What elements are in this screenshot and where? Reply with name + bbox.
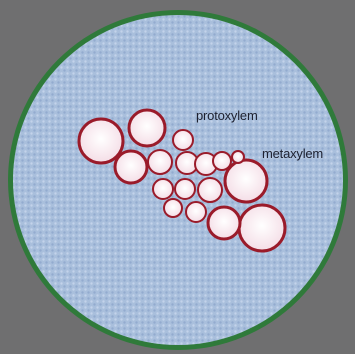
xylem-vessel: [186, 202, 206, 222]
xylem-vessel: [153, 179, 173, 199]
xylem-vessel: [164, 199, 182, 217]
xylem-vessel: [232, 151, 244, 163]
xylem-vessel: [148, 150, 172, 174]
protoxylem-label: protoxylem: [196, 108, 258, 123]
xylem-vessel: [213, 152, 231, 170]
xylem-vessel: [208, 207, 240, 239]
ground-tissue: [13, 15, 343, 345]
xylem-vessel: [175, 179, 195, 199]
xylem-vessel: [173, 130, 193, 150]
xylem-vessel: [115, 151, 147, 183]
xylem-vessel: [79, 119, 123, 163]
metaxylem-label: metaxylem: [262, 146, 323, 161]
xylem-vessel: [239, 205, 285, 251]
xylem-vessel: [129, 110, 165, 146]
xylem-vessel: [225, 160, 267, 202]
xylem-vessel: [198, 178, 222, 202]
